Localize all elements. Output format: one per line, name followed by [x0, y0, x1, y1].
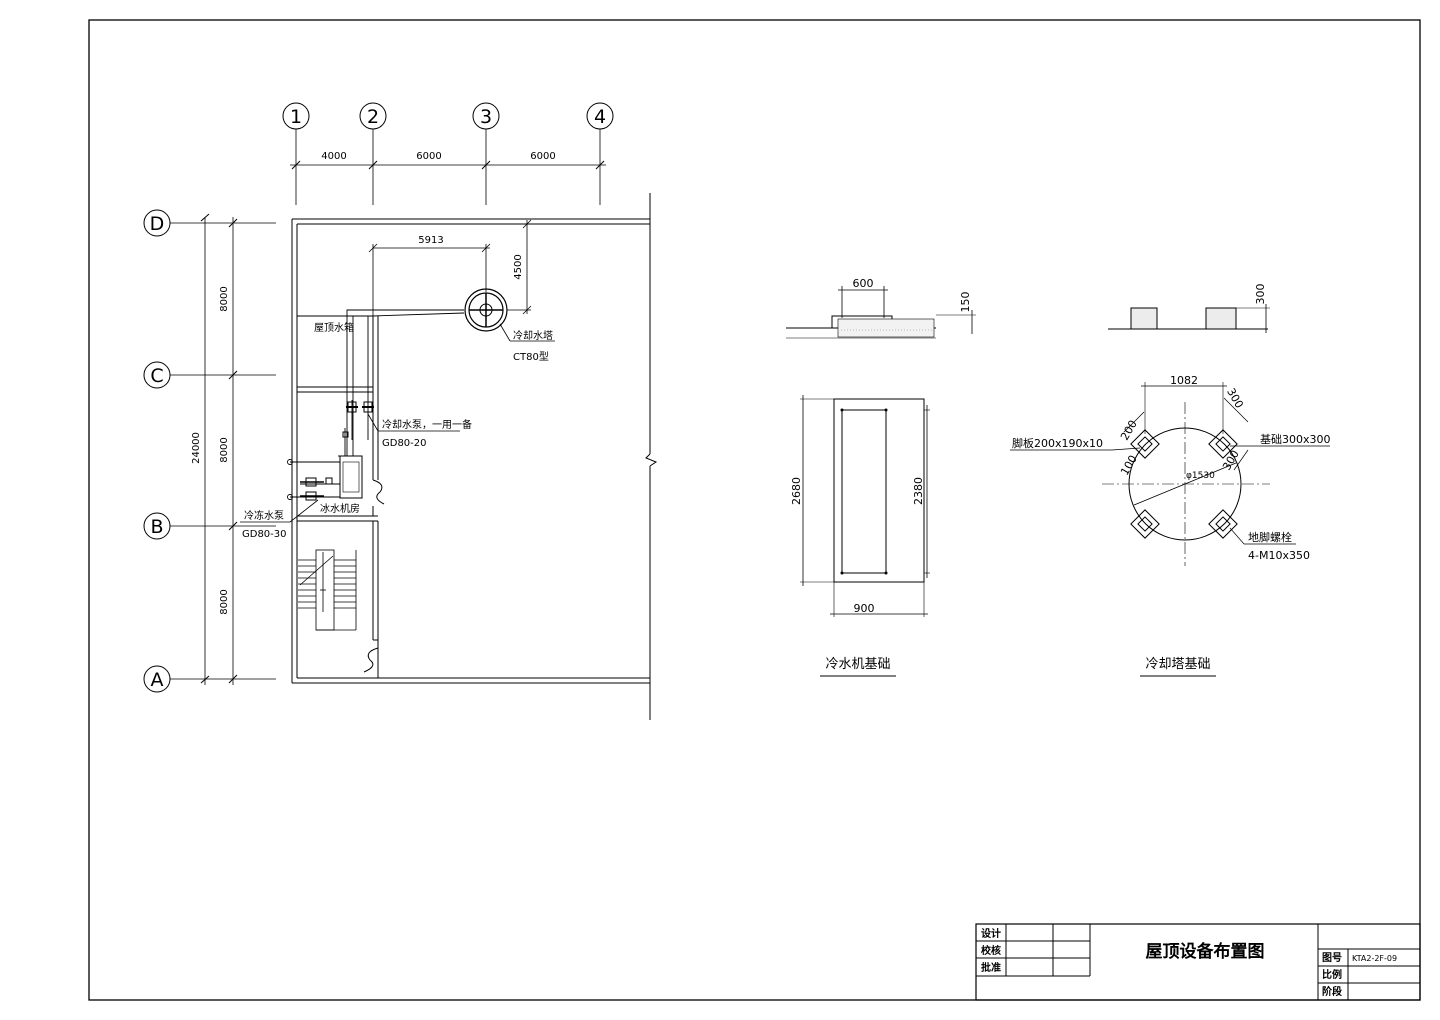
tower-pad-sw	[1130, 509, 1160, 539]
check-label: 校核	[981, 944, 1001, 957]
tower-base-detail: 300 φ1530 1082	[1010, 284, 1331, 677]
svg-text:CT80型: CT80型	[513, 350, 549, 363]
roof-tank-label: 屋顶水箱	[314, 321, 354, 334]
chiller-base-width: 600	[853, 277, 874, 290]
tower-base-span: 1082	[1170, 374, 1198, 387]
chiller-base-bottom-width: 900	[854, 602, 875, 615]
grid-column-4: 4	[586, 102, 614, 205]
design-label: 设计	[981, 927, 1001, 940]
grid-column-3: 3	[472, 102, 500, 205]
stair-room	[298, 521, 379, 678]
tower-pad-nw	[1130, 429, 1160, 459]
column-dimensions: 4000 6000 6000	[290, 151, 606, 170]
chiller-base-height: 150	[959, 292, 972, 313]
plan-view: 1 2 3 4 4000 6000 6000	[143, 102, 658, 720]
dim-tower-y: 4500	[513, 254, 524, 279]
chiller-base-detail: 600 150 2680 2380 900 冷水机基础	[786, 277, 976, 677]
chiller-room-label: 冰水机房	[320, 502, 360, 515]
svg-text:4: 4	[594, 106, 606, 128]
building-outline	[291, 193, 658, 720]
tower-bolt-label: 地脚螺栓	[1248, 530, 1292, 544]
drawing-no-label: 图号	[1322, 952, 1342, 964]
tower-base-diameter: φ1530	[1186, 471, 1215, 481]
svg-text:D: D	[150, 213, 165, 235]
grid-column-1: 1	[282, 102, 310, 205]
tower-base-title: 冷却塔基础	[1145, 657, 1210, 672]
tower-base-height: 300	[1254, 284, 1267, 305]
svg-text:A: A	[151, 669, 164, 691]
svg-text:冷冻水泵: 冷冻水泵	[244, 509, 284, 522]
svg-text:3: 3	[480, 106, 492, 128]
chiller-base-title: 冷水机基础	[825, 657, 890, 672]
sheet-border	[88, 19, 1421, 1001]
dim-total-depth: 24000	[191, 432, 202, 464]
chiller-base-length-outer: 2680	[790, 477, 803, 505]
tower-base-section: 300	[1108, 284, 1270, 333]
row-dimensions: 24000 8000 8000 8000	[191, 213, 238, 685]
svg-text:GD80-20: GD80-20	[382, 438, 427, 449]
svg-text:C: C	[150, 365, 163, 387]
dim-B-A: 8000	[219, 589, 230, 614]
dim-3-4: 6000	[530, 151, 555, 162]
tower-base-size-label: 基础300x300	[1260, 433, 1331, 446]
roof-tank-room: 屋顶水箱	[296, 315, 374, 393]
grid-row-D: D	[143, 209, 276, 237]
approve-label: 批准	[981, 961, 1001, 974]
stage-label: 阶段	[1322, 985, 1342, 998]
grid-row-C: C	[143, 361, 276, 389]
tower-base-plan: φ1530 1082 300 200 100	[1010, 374, 1331, 566]
scale-label: 比例	[1322, 968, 1342, 981]
stair-treads	[298, 549, 357, 631]
chiller-base-length-inner: 2380	[912, 477, 925, 505]
chiller-unit	[339, 455, 363, 499]
tower-pad-ne	[1208, 429, 1238, 459]
dim-tower-x: 5913	[418, 235, 443, 246]
svg-text:冷却水泵，一用一备: 冷却水泵，一用一备	[382, 418, 472, 431]
chilled-pump-label: 冷冻水泵 GD80-30	[240, 499, 319, 540]
title-block: 设计 校核 批准 屋顶设备布置图 图号 KTA2-2F-09 比例 阶段	[975, 923, 1421, 1001]
tower-bolt-spec: 4-M10x350	[1248, 549, 1310, 562]
drawing-title: 屋顶设备布置图	[1146, 941, 1265, 962]
chiller-base-plan: 2680 2380 900	[790, 395, 930, 617]
svg-text:1: 1	[290, 106, 302, 128]
grid-row-A: A	[143, 665, 276, 693]
dim-2-3: 6000	[416, 151, 441, 162]
chilled-pumps	[300, 477, 333, 501]
dim-C-B: 8000	[219, 437, 230, 462]
cooling-pumps	[342, 401, 374, 438]
chiller-base-section: 600 150	[786, 277, 976, 339]
cooling-pump-label: 冷却水泵，一用一备 GD80-20	[367, 413, 472, 449]
grid-row-B: B	[143, 512, 276, 540]
svg-text:2: 2	[367, 106, 379, 128]
piping	[287, 309, 465, 500]
drawing-no: KTA2-2F-09	[1352, 954, 1397, 963]
tower-label: 冷却水塔 CT80型	[499, 323, 555, 363]
grid-column-2: 2	[359, 102, 387, 205]
chiller-room: 冰水机房	[297, 316, 385, 522]
tower-offset-dimensions: 5913 4500	[368, 219, 532, 316]
tower-pad-size: 300	[1224, 386, 1246, 411]
svg-text:GD80-30: GD80-30	[242, 529, 287, 540]
svg-text:B: B	[150, 516, 163, 538]
svg-text:冷却水塔: 冷却水塔	[513, 329, 553, 342]
dim-1-2: 4000	[321, 151, 346, 162]
tower-plate-label: 脚板200x190x10	[1012, 436, 1103, 450]
tower-pad-se	[1208, 509, 1238, 539]
dim-D-C: 8000	[219, 286, 230, 311]
